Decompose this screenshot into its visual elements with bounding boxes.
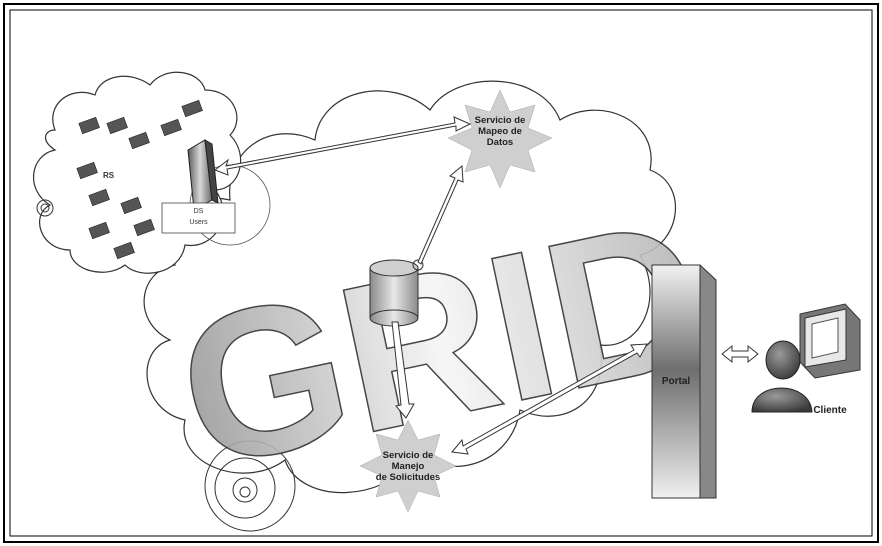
mapping-service-label: Servicio de Mapeo de Datos (462, 116, 538, 149)
requests-service-line-3: de Solicitudes (355, 473, 461, 484)
server-box-line-1: DS (166, 206, 231, 217)
portal-label: Portal (654, 376, 698, 388)
arrow-portal-client (722, 346, 758, 362)
client-computer-icon (800, 304, 860, 378)
client-label: Cliente (800, 405, 860, 417)
database-icon (370, 260, 418, 326)
rs-label: RS (103, 171, 114, 180)
requests-service-label: Servicio de Manejo de Solicitudes (355, 451, 461, 484)
server-box-label: DS Users (166, 206, 231, 228)
mapping-service-line-3: Datos (462, 138, 538, 149)
server-box-line-2: Users (166, 217, 231, 228)
